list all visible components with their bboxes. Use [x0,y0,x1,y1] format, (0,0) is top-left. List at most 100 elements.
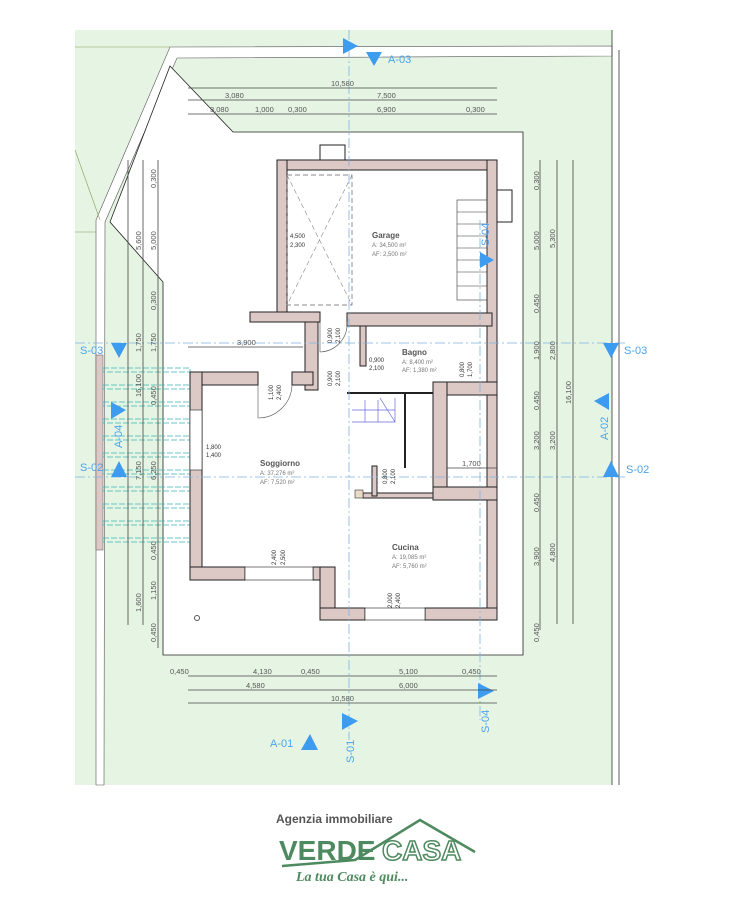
opening-width: 2,000 [388,592,394,608]
dim-label: 1,000 [255,105,274,114]
room-af: AF: 1,380 m² [402,368,437,374]
room-cucina[interactable]: Cucina A: 19,085 m² AF: 5,760 m² [392,543,427,570]
dim-label: 7,150 [134,461,143,480]
section-label-a02: A-02 [599,417,611,440]
section-arrow-icon[interactable] [603,343,619,358]
dim-label: 3,200 [548,431,557,450]
dim-label: 4,130 [253,667,272,676]
dim-label: 3,900 [532,547,541,566]
dim-label: 4,580 [246,681,265,690]
opening-width: 1,100 [269,384,275,400]
dim-label: 0,450 [301,667,320,676]
opening-height: 2,400 [396,592,402,608]
dim-label: 0,300 [149,169,158,188]
section-label-s01: S-01 [345,740,357,763]
dim-label: 0,450 [462,667,481,676]
logo-tagline: La tua Casa è qui... [295,870,408,885]
dim-label: 4,800 [548,543,557,562]
neighbor-wall [95,354,104,551]
room-af: AF: 5,760 m² [392,564,427,570]
dim-label: 16,100 [564,381,573,404]
opening-height: 2,100 [369,366,385,372]
opening-height: 2,100 [336,370,342,386]
section-arrow-icon[interactable] [111,461,127,477]
dim-label: 5,300 [548,229,557,248]
dim-label: 5,000 [532,231,541,250]
opening-height: 2,400 [277,384,283,400]
dim-label: 1,750 [134,333,143,352]
section-arrow-icon[interactable] [478,683,494,699]
opening-height: 2,100 [336,327,342,343]
dim-label: 0,450 [149,541,158,560]
dim-label: 6,000 [399,681,418,690]
dim-label: 0,450 [532,623,541,642]
section-label-s03-right: S-03 [624,345,647,357]
dim-label: 10,580 [331,79,354,88]
logo-word-casa: CASA [382,835,461,866]
section-label-a04: A-04 [113,425,125,448]
opening-width: 0,900 [328,327,334,343]
section-arrow-icon[interactable] [480,252,494,268]
section-arrow-icon[interactable] [111,402,126,419]
interior-stairs [352,397,396,423]
dim-label: 1,600 [134,593,143,612]
section-arrow-icon[interactable] [342,713,358,730]
dim-label: 3,200 [532,431,541,450]
room-soggiorno[interactable]: Soggiorno A: 37,276 m² AF: 7,520 m² [260,459,300,486]
dim-label: 1,150 [149,581,158,600]
section-label-s04-bottom: S-04 [480,710,492,733]
dim-label: 0,300 [149,291,158,310]
dim-label: 0,450 [532,391,541,410]
opening-width: 0,800 [383,468,389,484]
dim-label: 0,450 [532,294,541,313]
room-name: Soggiorno [260,459,300,468]
dim-label: 2,800 [548,341,557,360]
dim-label: 3,900 [237,338,256,347]
dim-label: 7,500 [377,91,396,100]
opening-width: 0,900 [369,358,385,364]
section-arrow-icon[interactable] [111,343,127,358]
section-label-s02-left: S-02 [80,462,103,474]
opening-width: 0,800 [460,361,466,377]
section-arrow-icon[interactable] [594,393,609,410]
room-area: A: 34,500 m² [372,243,406,249]
opening-width: 2,400 [272,549,278,565]
room-name: Garage [372,231,400,240]
opening-height: 1,400 [206,453,222,459]
dim-label: 5,600 [134,231,143,250]
room-name: Bagno [402,348,427,357]
dim-label: 3,080 [225,91,244,100]
section-label-a01: A-01 [270,738,293,750]
dim-label: 6,250 [149,461,158,480]
section-arrow-icon[interactable] [301,734,318,750]
section-arrow-icon[interactable] [366,52,382,66]
garage-stairs [456,199,488,301]
agency-logo: Agenzia immobiliare VERDE CASA La tua Ca… [276,812,476,885]
room-af: AF: 2,500 m² [372,252,407,258]
opening-width: 4,500 [290,234,306,240]
section-arrow-icon[interactable] [343,38,358,54]
logo-agency: Agenzia immobiliare [276,812,393,826]
bottom-dimensions: 0,450 4,130 0,450 5,100 0,450 4,580 6,00… [170,667,497,704]
opening-height: 1,700 [468,361,474,377]
room-garage[interactable]: Garage A: 34,500 m² AF: 2,500 m² [372,231,407,258]
logo-word-verde: VERDE [279,835,375,866]
room-area: A: 19,085 m² [392,555,426,561]
section-arrow-icon[interactable] [603,461,619,477]
opening-width: 0,900 [328,370,334,386]
dim-label: 0,450 [149,386,158,405]
dim-label: 0,300 [288,105,307,114]
section-label-s04-top: S-04 [480,223,492,246]
dim-label: 10,580 [331,694,354,703]
dim-label: 3,080 [210,105,229,114]
dim-label: 1,900 [532,341,541,360]
room-bagno[interactable]: Bagno A: 8,400 m² AF: 1,380 m² [402,348,437,374]
dim-label: 16,100 [134,374,143,397]
dim-label: 0,450 [532,493,541,512]
section-label-a03: A-03 [388,54,411,66]
dim-label: 1,700 [462,459,481,468]
room-area: A: 8,400 m² [402,360,433,366]
dim-label: 5,100 [399,667,418,676]
room-af: AF: 7,520 m² [260,480,295,486]
